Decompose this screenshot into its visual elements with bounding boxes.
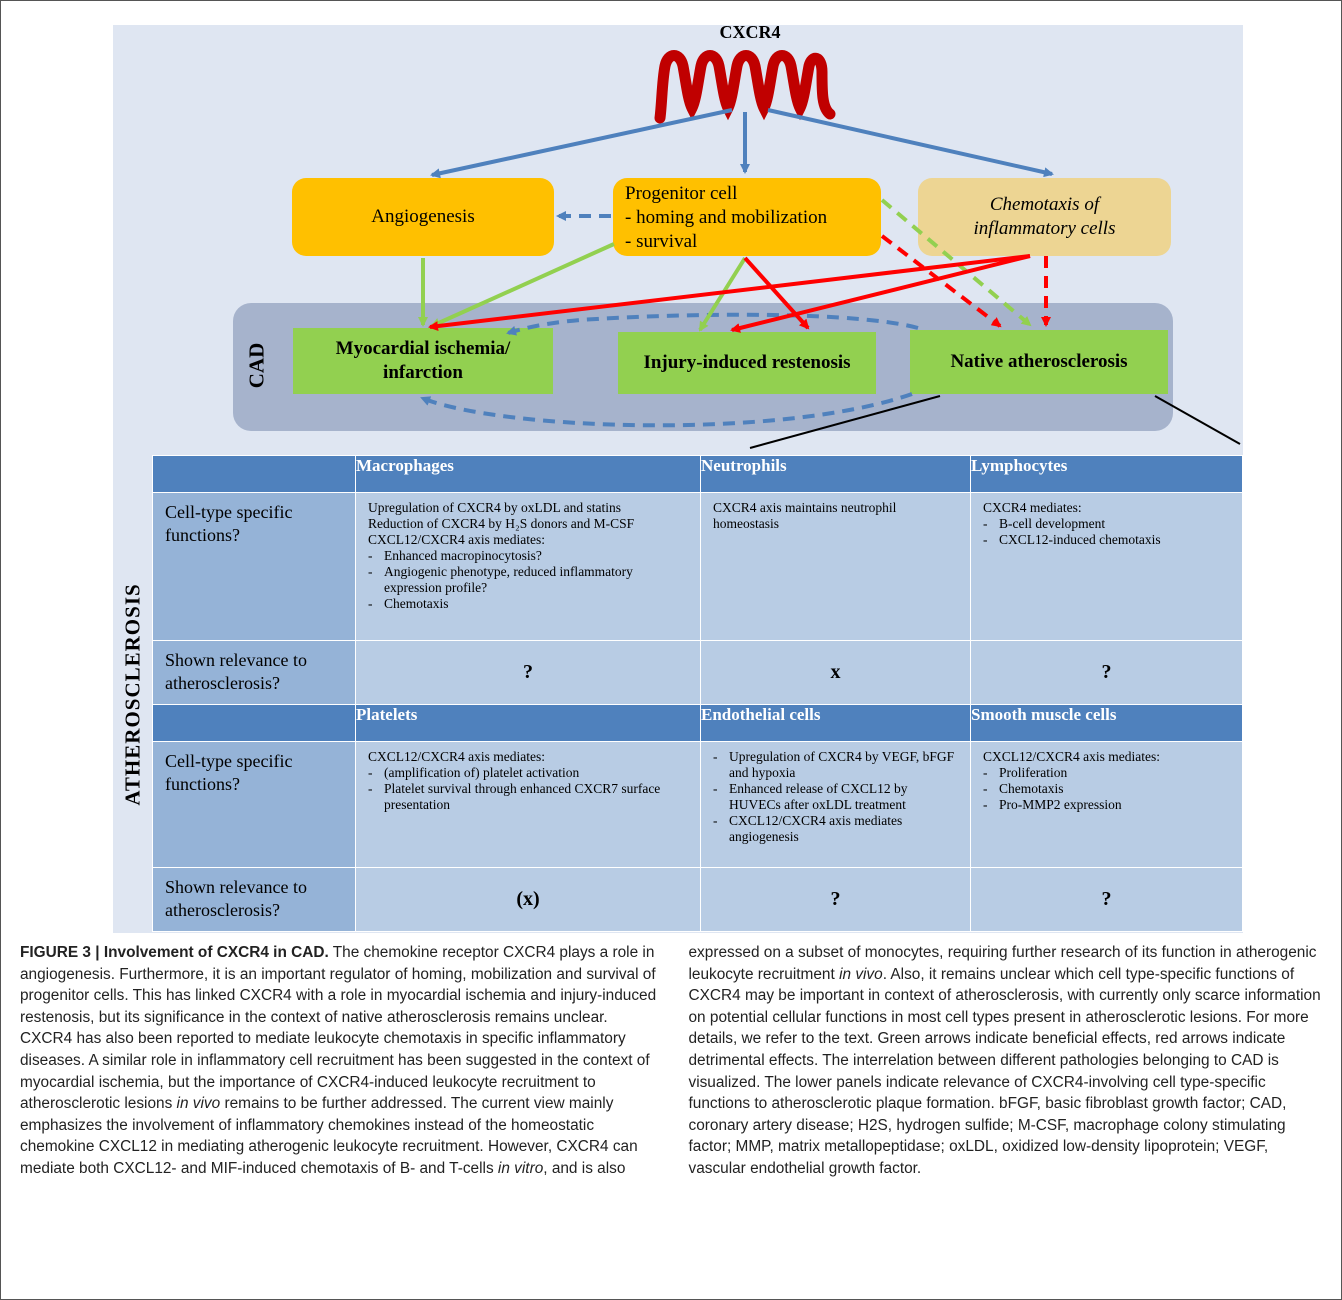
lymphocytes-functions: CXCR4 mediates: B-cell development CXCL1… bbox=[970, 492, 1243, 641]
header-neutrophils: Neutrophils bbox=[700, 455, 971, 493]
function-item: Enhanced macropinocytosis? bbox=[368, 548, 688, 564]
neutrophils-functions: CXCR4 axis maintains neutrophil homeosta… bbox=[700, 492, 971, 641]
platelets-relevance: (x) bbox=[355, 867, 701, 932]
smooth-muscle-functions: CXCL12/CXCR4 axis mediates: Proliferatio… bbox=[970, 741, 1243, 868]
function-item: Angiogenic phenotype, reduced inflammato… bbox=[368, 564, 688, 596]
row-label-functions: Cell-type specific functions? bbox=[152, 492, 356, 641]
intro-line: CXCL12/CXCR4 axis mediates: bbox=[368, 532, 545, 547]
progenitor-cell-node: Progenitor cell - homing and mobilizatio… bbox=[613, 178, 881, 256]
table-row: Shown relevance to atherosclerosis? (x) … bbox=[152, 867, 1243, 932]
header-platelets: Platelets bbox=[355, 704, 701, 742]
function-item: Pro-MMP2 expression bbox=[983, 797, 1230, 813]
header-macrophages: Macrophages bbox=[355, 455, 701, 493]
function-item: CXCL12-induced chemotaxis bbox=[983, 532, 1230, 548]
intro-line: CXCR4 mediates: bbox=[983, 500, 1082, 515]
caption-text: in vivo bbox=[176, 1095, 221, 1113]
caption-text: , and is also expressed on a subset of m… bbox=[543, 944, 1317, 1177]
platelets-functions: CXCL12/CXCR4 axis mediates: (amplificati… bbox=[355, 741, 701, 868]
caption-text: in vitro bbox=[497, 1159, 544, 1177]
caption-text: remains to be further addressed. The cur… bbox=[20, 1095, 638, 1177]
caption-text: . Also, it remains unclear which cell ty… bbox=[688, 965, 1321, 1177]
table-header-row: Platelets Endothelial cells Smooth muscl… bbox=[152, 704, 1243, 742]
intro-line: Reduction of CXCR4 by H₂S donors and M-C… bbox=[368, 516, 635, 531]
function-item: B-cell development bbox=[983, 516, 1230, 532]
endothelial-relevance: ? bbox=[700, 867, 971, 932]
table-header-blank bbox=[152, 704, 356, 742]
function-item: Proliferation bbox=[983, 765, 1230, 781]
function-item: Platelet survival through enhanced CXCR7… bbox=[368, 781, 688, 813]
row-label-functions: Cell-type specific functions? bbox=[152, 741, 356, 868]
cell-type-table: Macrophages Neutrophils Lymphocytes Cell… bbox=[152, 455, 1243, 932]
table-row: Cell-type specific functions? CXCL12/CXC… bbox=[152, 741, 1243, 868]
caption-text: The chemokine receptor CXCR4 plays a rol… bbox=[20, 944, 657, 1113]
blue-arrows bbox=[420, 108, 1054, 428]
receptor-title: CXCR4 bbox=[719, 22, 781, 42]
angiogenesis-node: Angiogenesis bbox=[292, 178, 554, 256]
function-item: Upregulation of CXCR4 by VEGF, bFGF and … bbox=[713, 749, 958, 781]
table-row: Shown relevance to atherosclerosis? ? x … bbox=[152, 640, 1243, 705]
endothelial-functions: Upregulation of CXCR4 by VEGF, bFGF and … bbox=[700, 741, 971, 868]
caption-label: FIGURE 3 | Involvement of CXCR4 in CAD. bbox=[20, 944, 329, 961]
function-item: Chemotaxis bbox=[368, 596, 688, 612]
cxcr4-receptor-icon bbox=[654, 50, 836, 124]
macrophages-relevance: ? bbox=[355, 640, 701, 705]
myocardial-ischemia-node: Myocardial ischemia/ infarction bbox=[293, 328, 553, 394]
row-label-relevance: Shown relevance to atherosclerosis? bbox=[152, 640, 356, 705]
green-arrows bbox=[418, 198, 1032, 332]
red-arrows bbox=[428, 234, 1051, 333]
intro-line: CXCR4 axis maintains neutrophil homeosta… bbox=[713, 500, 897, 531]
table-row: Cell-type specific functions? Upregulati… bbox=[152, 492, 1243, 641]
figure-caption: FIGURE 3 | Involvement of CXCR4 in CAD. … bbox=[20, 942, 1325, 1180]
zoom-lines bbox=[749, 395, 1241, 449]
smooth-muscle-relevance: ? bbox=[970, 867, 1243, 932]
intro-line: Upregulation of CXCR4 by oxLDL and stati… bbox=[368, 500, 621, 515]
native-atherosclerosis-node: Native atherosclerosis bbox=[910, 330, 1168, 394]
restenosis-node: Injury-induced restenosis bbox=[618, 332, 876, 394]
function-item: Enhanced release of CXCL12 by HUVECs aft… bbox=[713, 781, 958, 813]
chemotaxis-node: Chemotaxis of inflammatory cells bbox=[918, 178, 1171, 256]
function-item: Chemotaxis bbox=[983, 781, 1230, 797]
macrophages-functions: Upregulation of CXCR4 by oxLDL and stati… bbox=[355, 492, 701, 641]
header-endothelial-cells: Endothelial cells bbox=[700, 704, 971, 742]
lymphocytes-relevance: ? bbox=[970, 640, 1243, 705]
function-item: CXCL12/CXCR4 axis mediates angiogenesis bbox=[713, 813, 958, 845]
neutrophils-relevance: x bbox=[700, 640, 971, 705]
function-item: (amplification of) platelet activation bbox=[368, 765, 688, 781]
table-header-row: Macrophages Neutrophils Lymphocytes bbox=[152, 455, 1243, 493]
header-lymphocytes: Lymphocytes bbox=[970, 455, 1243, 493]
intro-line: CXCL12/CXCR4 axis mediates: bbox=[983, 749, 1160, 764]
table-header-blank bbox=[152, 455, 356, 493]
row-label-relevance: Shown relevance to atherosclerosis? bbox=[152, 867, 356, 932]
intro-line: CXCL12/CXCR4 axis mediates: bbox=[368, 749, 545, 764]
caption-text: in vivo bbox=[839, 965, 883, 983]
header-smooth-muscle-cells: Smooth muscle cells bbox=[970, 704, 1243, 742]
atherosclerosis-label: ATHEROSCLEROSIS bbox=[120, 582, 145, 806]
